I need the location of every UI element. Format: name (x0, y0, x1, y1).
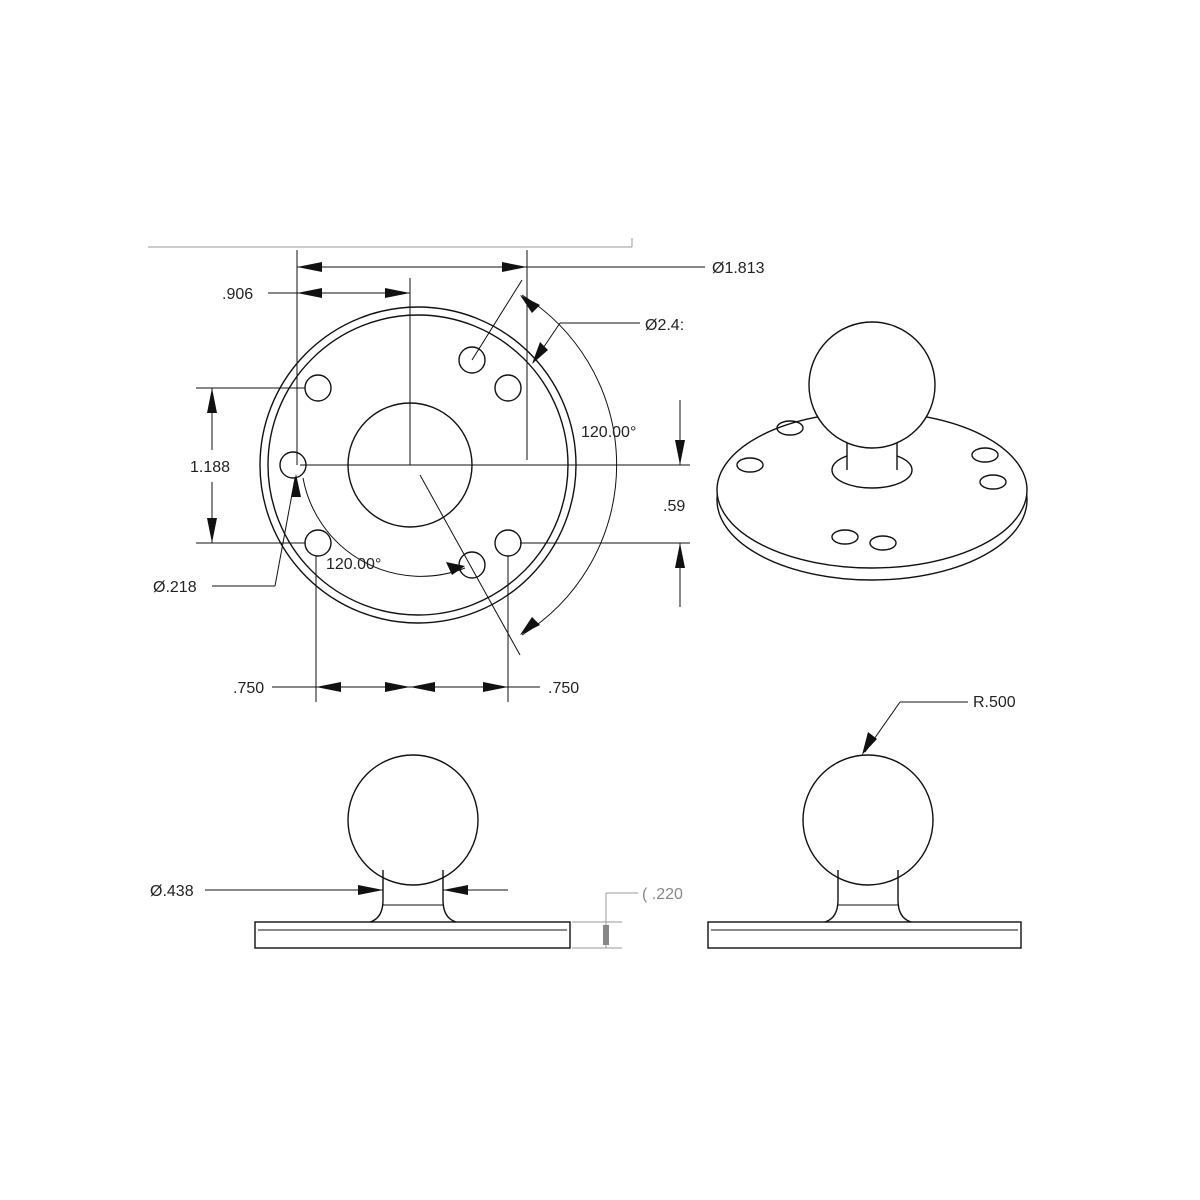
side-view (707, 701, 1022, 949)
arrow (520, 617, 540, 635)
angle-arc (302, 477, 466, 577)
arrow (862, 732, 877, 755)
dim-label-r500: R.500 (973, 694, 1016, 711)
hole (776, 420, 804, 436)
arrow (603, 925, 609, 945)
front-view (205, 754, 638, 949)
arrow (385, 288, 410, 298)
hole (971, 447, 999, 463)
arrow (207, 518, 217, 543)
hole (304, 374, 332, 402)
dim-label-220: ( .220 (642, 886, 683, 903)
dim-label-750-left: .750 (233, 680, 264, 697)
mounting-holes (279, 346, 522, 579)
hole (458, 346, 486, 374)
ball (802, 754, 934, 886)
neck (369, 870, 457, 923)
arrow (316, 682, 341, 692)
arrow (358, 885, 383, 895)
dim-label-dia-438: Ø.438 (150, 883, 194, 900)
arrow (385, 682, 410, 692)
hole (979, 474, 1007, 490)
arrow (410, 682, 435, 692)
hole (869, 535, 897, 551)
hole (304, 529, 332, 557)
isometric-view (716, 321, 1028, 581)
dim-label-dia-1813: Ø1.813 (712, 260, 765, 277)
angle-label-right: 120.00° (581, 424, 636, 441)
arrow (520, 295, 540, 313)
arrow (207, 388, 217, 413)
base (254, 921, 571, 949)
arrow (446, 562, 465, 575)
dim-label-dia-243: Ø2.4: (645, 317, 684, 334)
arrow (675, 543, 685, 568)
arrow (443, 885, 468, 895)
arrow (483, 682, 508, 692)
center-line (471, 279, 523, 361)
arrow (297, 288, 322, 298)
arrow (297, 262, 322, 272)
dim-label-750-right: .750 (548, 680, 579, 697)
arrow (675, 440, 685, 465)
arrow (291, 474, 301, 497)
angle-arc (521, 294, 618, 636)
top-view (196, 250, 705, 702)
dim-label-594: .59 (663, 498, 685, 515)
dim-label-906: .906 (222, 286, 253, 303)
ball (347, 754, 479, 886)
center-line (419, 474, 521, 656)
hole (458, 551, 486, 579)
neck (824, 870, 912, 923)
hole (831, 529, 859, 545)
dim-label-dia-218: Ø.218 (153, 579, 197, 596)
arrow (502, 262, 527, 272)
dim-label-1188: 1.188 (190, 459, 230, 476)
ball (808, 321, 936, 449)
hole (736, 457, 764, 473)
arrow (532, 342, 548, 364)
hole (494, 374, 522, 402)
hole (494, 529, 522, 557)
base (707, 921, 1022, 949)
angle-label-left: 120.00° (326, 556, 381, 573)
